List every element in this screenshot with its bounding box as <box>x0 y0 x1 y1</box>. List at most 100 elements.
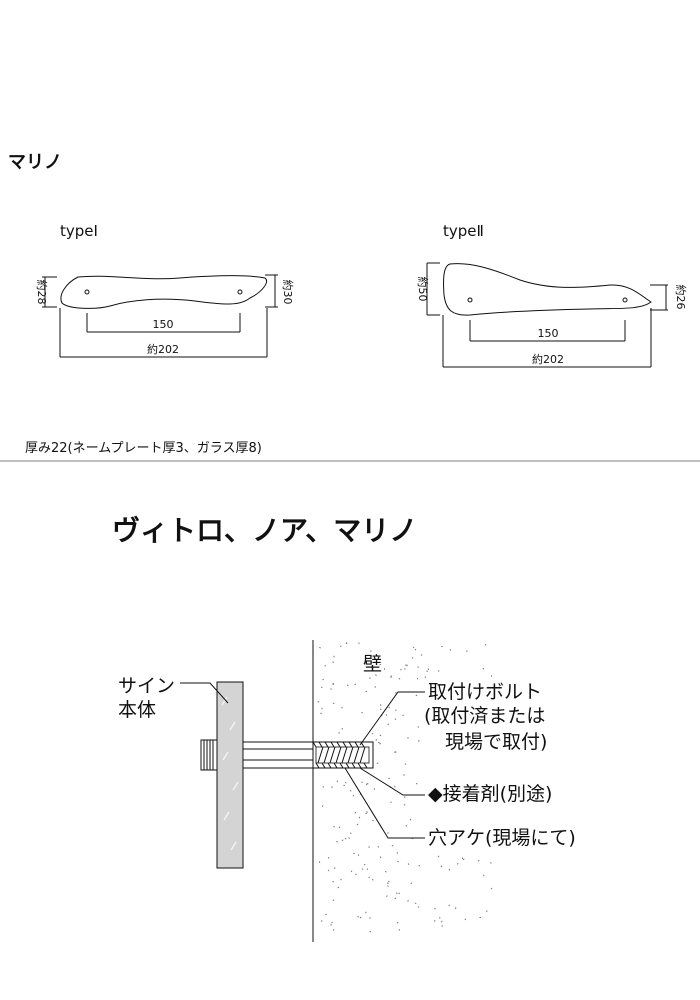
wall-texture-dot <box>412 646 415 649</box>
wall-texture-dot <box>390 801 392 804</box>
wall-texture-dot <box>405 825 408 827</box>
label-hole: 穴アケ(現場にて) <box>428 827 576 849</box>
wall-texture-dot <box>384 870 387 873</box>
label-bolt-2: (取付済または <box>424 705 545 727</box>
wall-texture-dot <box>379 734 382 737</box>
wall-texture-dot <box>386 895 388 898</box>
wall-texture-dot <box>349 832 352 835</box>
type1-hole-right <box>237 289 243 295</box>
wall-texture-dot <box>394 751 397 753</box>
wall-texture-dot <box>345 642 348 645</box>
wall-texture-dot <box>338 826 341 829</box>
wall-texture-dot <box>354 811 357 814</box>
wall-texture-dot <box>344 781 347 784</box>
wall-texture-dot <box>332 702 335 705</box>
wall-texture-dot <box>396 921 399 924</box>
wall-texture-dot <box>371 732 374 735</box>
wall-texture-dot <box>420 654 423 656</box>
wall-texture-dot <box>416 677 419 680</box>
wall-texture-dot <box>322 678 324 681</box>
wall-texture-dot <box>484 643 487 646</box>
wall-texture-dot <box>344 837 347 840</box>
adhesive-fill <box>312 741 368 769</box>
wall-texture-dot <box>321 805 324 807</box>
type1-hole-pitch: 150 <box>153 318 174 331</box>
wall-texture-dot <box>373 788 376 790</box>
thickness-note: 厚み22(ネームプレート厚3、ガラス厚8) <box>25 441 262 456</box>
wall-texture-dot <box>337 886 340 889</box>
wall-texture-dot <box>320 712 322 715</box>
wall-texture-dot <box>339 645 342 648</box>
label-bolt-1: 取付けボルト <box>428 681 542 703</box>
wall-texture-dot <box>340 878 342 881</box>
sign-body <box>216 681 244 869</box>
section-title-marino: マリノ <box>8 152 62 173</box>
type2-hole-right <box>622 297 628 303</box>
label-adhesive: ◆接着剤(別途) <box>428 783 552 805</box>
wall-texture-dot <box>350 870 353 873</box>
type2-height-right: 約26 <box>674 285 688 310</box>
wall-texture-dot <box>414 648 417 651</box>
wall-texture-dot <box>404 763 407 765</box>
wall-texture-dot <box>386 882 389 884</box>
wall-texture-dot <box>438 916 441 919</box>
wall-texture-dot <box>327 869 330 872</box>
type2-height-left: 約50 <box>416 277 430 302</box>
wall-texture-dot <box>388 706 390 709</box>
wall-texture-dot <box>398 677 401 680</box>
wall-texture-dot <box>375 674 377 677</box>
wall-texture-dot <box>359 916 362 919</box>
label-bolt-3: 現場で取付) <box>445 731 547 753</box>
wall-texture-dot <box>410 882 413 885</box>
wall-texture-dot <box>398 928 401 931</box>
wall-texture-dot <box>482 667 485 670</box>
wall-texture-dot <box>331 786 333 788</box>
wall-texture-dot <box>320 686 323 689</box>
type1-outline <box>60 275 267 309</box>
wall-texture-dot <box>348 837 350 839</box>
wall-texture-dot <box>332 661 335 664</box>
wall-texture-dot <box>332 899 335 902</box>
wall-texture-dot <box>417 740 420 742</box>
wall-texture-dot <box>403 804 406 806</box>
wall-texture-dot <box>489 862 492 864</box>
wall-texture-dot <box>417 726 420 728</box>
bolt-shaft <box>242 741 314 769</box>
wall-texture-dot <box>374 686 377 688</box>
type2-width: 約202 <box>532 352 564 366</box>
wall-texture-dot <box>441 645 443 648</box>
type1-height-right: 約30 <box>281 280 295 305</box>
wall-texture-dot <box>366 811 368 813</box>
wall-texture-dot <box>437 670 440 672</box>
wall-texture-dot <box>369 677 371 679</box>
wall-texture-dot <box>379 663 382 666</box>
type1-width: 約202 <box>147 342 179 356</box>
wall-texture-dot <box>485 910 488 912</box>
wall-texture-dot <box>424 676 427 678</box>
leader-lines <box>180 682 425 839</box>
wall-texture-dot <box>365 783 368 786</box>
wall-texture-dot <box>415 694 418 697</box>
wall-texture-dot <box>396 851 399 854</box>
wall-texture-dot <box>407 863 410 866</box>
wall-texture-dot <box>363 863 366 866</box>
wall-texture-dot <box>317 700 319 703</box>
wall-texture-dot <box>407 900 409 902</box>
wall-texture-dot <box>332 683 334 685</box>
type2-outline <box>443 263 652 316</box>
wall-texture-dot <box>456 862 459 865</box>
wall-texture-dot <box>441 920 443 923</box>
wall-texture-dot <box>415 782 418 785</box>
wall-texture-dot <box>440 865 443 868</box>
wall-texture <box>317 642 493 933</box>
type1-height-left: 約28 <box>35 280 49 305</box>
wall-texture-dot <box>366 868 369 871</box>
type1-hole-left <box>84 289 90 295</box>
wall-texture-dot <box>319 646 321 649</box>
wall-texture-dot <box>341 839 344 842</box>
type1-label: typeⅠ <box>60 222 98 240</box>
type2-hole-left <box>467 297 473 303</box>
wall-texture-dot <box>374 658 377 660</box>
type2-label: typeⅡ <box>443 222 484 240</box>
